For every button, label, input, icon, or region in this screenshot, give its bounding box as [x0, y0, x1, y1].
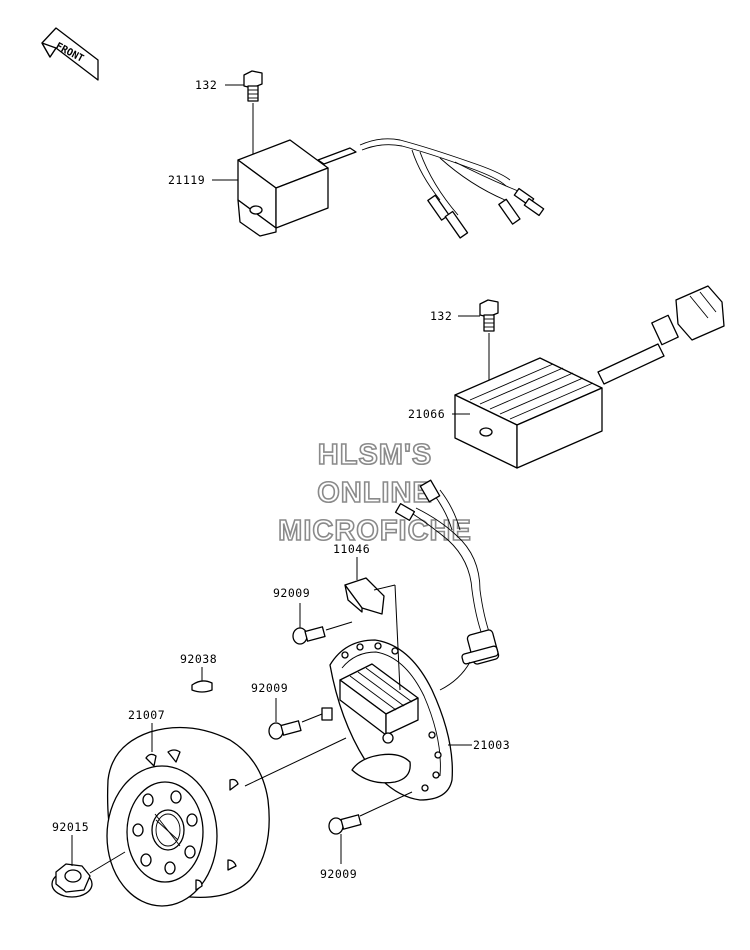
watermark-line1: HLSM'S	[318, 439, 432, 471]
watermark-line2: ONLINE	[317, 477, 433, 509]
part-label-92009-b: 92009	[251, 681, 288, 695]
part-label-132-reg: 132	[430, 309, 452, 323]
front-direction-arrow-icon: FRONT	[41, 27, 99, 81]
flywheel-rotor-icon	[106, 726, 270, 907]
bolt-icon	[243, 70, 263, 102]
watermark: HLSM'S ONLINE MICROFICHE	[277, 438, 472, 548]
part-label-92009-c: 92009	[320, 867, 357, 881]
cdi-unit-icon	[237, 70, 545, 239]
watermark-line3: MICROFICHE	[278, 515, 472, 547]
woodruff-key-icon	[191, 680, 213, 693]
part-label-92009-a: 92009	[273, 586, 310, 600]
bolt-icon	[479, 299, 499, 332]
part-label-92038: 92038	[180, 652, 217, 666]
part-label-92015: 92015	[52, 820, 89, 834]
regulator-rectifier-icon	[454, 285, 725, 469]
screw-icon	[292, 626, 326, 645]
part-label-21003: 21003	[473, 738, 510, 752]
part-label-21066: 21066	[408, 407, 445, 421]
stator-assembly-icon	[321, 479, 500, 801]
screw-icon	[328, 814, 362, 835]
flange-nut-icon	[51, 863, 93, 898]
part-label-11046: 11046	[333, 542, 370, 556]
screw-icon	[268, 720, 302, 740]
part-label-21007: 21007	[128, 708, 165, 722]
part-label-21119: 21119	[168, 173, 205, 187]
part-label-132-top: 132	[195, 78, 217, 92]
pickup-bracket-icon	[344, 577, 385, 615]
